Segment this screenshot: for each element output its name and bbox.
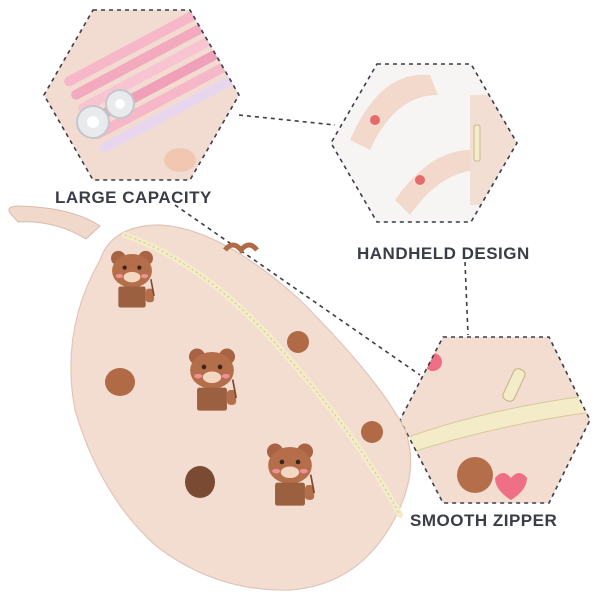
pouch-handle-strap-image bbox=[330, 63, 518, 223]
connector-lines bbox=[174, 114, 469, 376]
open-pouch-with-pens-image bbox=[43, 9, 240, 181]
feature-caption-large-capacity: LARGE CAPACITY bbox=[55, 188, 212, 207]
feature-caption-smooth-zipper: SMOOTH ZIPPER bbox=[410, 511, 558, 530]
feature-caption-handheld-design: HANDHELD DESIGN bbox=[357, 244, 530, 263]
zipper-pull-closeup-image bbox=[399, 336, 591, 504]
pencil-pouch-image bbox=[8, 205, 412, 591]
